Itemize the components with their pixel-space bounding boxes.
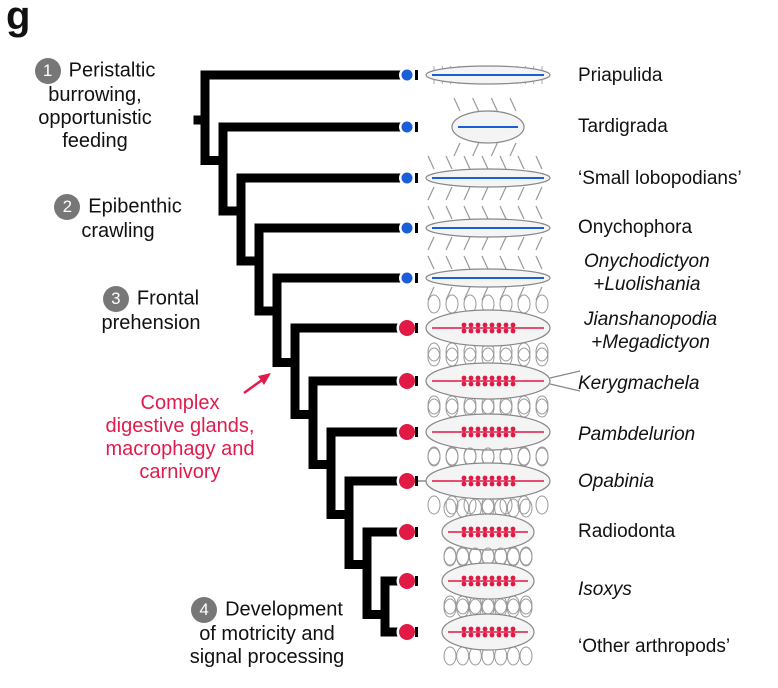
note-1-line-3: opportunistic xyxy=(38,107,152,129)
gland-dot-8 xyxy=(399,424,415,440)
tree-branches xyxy=(193,70,407,637)
red-note-line-4: carnivory xyxy=(139,461,221,483)
gland-dot-11 xyxy=(399,573,415,589)
note-2-line-1: Epibenthic xyxy=(88,195,182,218)
note-4-line-1: Development xyxy=(225,598,343,621)
note-4-line-3: signal processing xyxy=(189,646,345,668)
note-2-number: 2 xyxy=(54,194,81,220)
note-1-number: 1 xyxy=(34,58,61,84)
terminal-dots xyxy=(396,67,418,643)
taxon-onychodictyon-line-1: Onychodictyon xyxy=(584,251,710,272)
animal-4 xyxy=(425,205,551,251)
animal-3 xyxy=(425,155,551,201)
tip-bar-1 xyxy=(415,70,418,80)
tip-bar-6 xyxy=(415,323,418,333)
tip-bar-4 xyxy=(415,223,418,233)
note-1: 1 Peristaltic burrowing, opportunistic fe… xyxy=(12,58,178,153)
animal-illustrations xyxy=(408,65,581,666)
taxon-jianshanopodia-line-1: Jianshanopodia xyxy=(584,309,718,330)
tip-bar-11 xyxy=(415,576,418,586)
note-1-line-2: burrowing, xyxy=(48,84,142,106)
taxon-pambdelurion: Pambdelurion xyxy=(578,424,696,445)
taxon-priapulida: Priapulida xyxy=(578,65,663,86)
taxon-jianshanopodia: Jianshanopodia +Megadictyon xyxy=(584,308,717,354)
note-2-line-2: crawling xyxy=(81,220,155,242)
animal-8 xyxy=(425,398,551,466)
note-4-number: 4 xyxy=(191,597,218,623)
gland-dot-6 xyxy=(399,320,415,336)
animal-5 xyxy=(425,255,551,301)
note-2: 2 Epibenthic crawling xyxy=(38,194,198,243)
note-4-line-2: of motricity and xyxy=(199,623,335,645)
gland-dot-1 xyxy=(401,69,413,81)
note-1-line-4: feeding xyxy=(62,130,128,152)
gland-dot-12 xyxy=(399,624,415,640)
note-4: 4 Development of motricity and signal pro… xyxy=(152,597,382,669)
animal-9 xyxy=(408,447,551,515)
gland-dot-3 xyxy=(401,172,413,184)
note-1-line-1: Peristaltic xyxy=(68,59,156,82)
tip-bar-10 xyxy=(415,527,418,537)
note-3-number: 3 xyxy=(102,286,129,312)
taxon-opabinia: Opabinia xyxy=(578,471,655,492)
animal-2 xyxy=(451,97,525,157)
tip-bar-8 xyxy=(415,427,418,437)
gland-dot-7 xyxy=(399,373,415,389)
red-note-line-2: digestive glands, xyxy=(105,415,255,437)
tip-bar-2 xyxy=(415,122,418,132)
taxon-radiodonta: Radiodonta xyxy=(578,521,676,542)
tip-bar-9 xyxy=(415,476,418,486)
note-3-line-2: prehension xyxy=(101,312,201,334)
animal-1 xyxy=(425,65,551,85)
gland-dot-9 xyxy=(399,473,415,489)
taxon-isoxys: Isoxys xyxy=(578,579,632,600)
gland-dot-5 xyxy=(401,272,413,284)
gland-dot-2 xyxy=(401,121,413,133)
animal-6 xyxy=(425,294,551,362)
tip-bar-3 xyxy=(415,173,418,183)
tip-bar-7 xyxy=(415,376,418,386)
taxon-jianshanopodia-line-2: +Megadictyon xyxy=(591,332,710,353)
taxon-onychodictyon-line-2: +Luolishania xyxy=(593,274,701,295)
taxon-other-arthropods: ‘Other arthropods’ xyxy=(578,636,731,657)
taxon-onychophora: Onychophora xyxy=(578,217,693,238)
taxon-small-lobopodians: ‘Small lobopodians’ xyxy=(578,168,742,189)
animal-7 xyxy=(425,347,581,415)
taxon-onychodictyon: Onychodictyon +Luolishania xyxy=(584,250,710,296)
animal-12 xyxy=(441,598,535,666)
tip-bar-12 xyxy=(415,627,418,637)
note-3-line-1: Frontal xyxy=(136,287,200,310)
red-note-line-3: macrophagy and xyxy=(105,438,255,460)
red-arrow xyxy=(243,373,271,395)
animal-11 xyxy=(441,547,535,615)
red-note: Complex digestive glands, macrophagy and… xyxy=(82,392,278,484)
gland-dot-10 xyxy=(399,524,415,540)
taxon-kerygmachela: Kerygmachela xyxy=(578,373,700,394)
note-3: 3 Frontal prehension xyxy=(70,286,232,335)
tip-bar-5 xyxy=(415,273,418,283)
taxon-tardigrada: Tardigrada xyxy=(578,116,668,137)
panel-letter: g xyxy=(6,0,31,38)
gland-dot-4 xyxy=(401,222,413,234)
red-note-line-1: Complex xyxy=(140,392,220,414)
